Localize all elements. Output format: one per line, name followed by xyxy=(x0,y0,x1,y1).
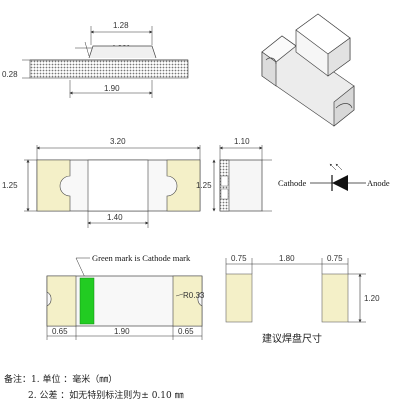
note-units: 备注：1. 单位 ：毫米（㎜） xyxy=(4,375,118,385)
green-mark-note: Green mark is Cathode mark xyxy=(92,253,191,263)
isometric-view xyxy=(261,13,355,127)
end-depth-dim: 1.10 xyxy=(234,137,250,146)
top-width-dim: 1.25 xyxy=(2,181,18,190)
bottom-view: Green mark is Cathode mark R0.33 0.65 1.… xyxy=(46,253,205,340)
note-tolerance: 2. 公差 ：如无特别标注则为± 0.10 ㎜ xyxy=(28,391,184,401)
side-view: 1.28 4.00° 0.28 1.90 xyxy=(2,21,189,98)
pad-gap-dim: 1.80 xyxy=(279,254,295,263)
pad-right xyxy=(321,273,349,323)
top-view: 3.20 1.25 1.40 xyxy=(2,137,201,228)
pad-layout: 0.75 1.80 0.75 1.20 建议焊盘尺寸 xyxy=(225,254,380,345)
bottom-left-dim: 0.65 xyxy=(52,327,68,336)
side-bottom-dim: 1.90 xyxy=(104,84,120,93)
end-width-dim: 1.25 xyxy=(196,181,212,190)
bottom-right-dim: 0.65 xyxy=(178,327,194,336)
pad-right-dim: 0.75 xyxy=(327,254,343,263)
side-top-dim: 1.28 xyxy=(113,21,129,30)
diode-symbol: Cathode Anode xyxy=(278,163,390,191)
anode-label: Anode xyxy=(367,178,390,188)
pad-left-dim: 0.75 xyxy=(231,254,247,263)
pad-left xyxy=(225,273,253,323)
pad-height-dim: 1.20 xyxy=(364,294,380,303)
bottom-mid-dim: 1.90 xyxy=(114,327,130,336)
top-inner-dim: 1.40 xyxy=(107,213,123,222)
side-height-dim: 0.28 xyxy=(2,70,18,79)
end-view: 1.10 1.25 xyxy=(196,137,272,212)
radius-dim: R0.33 xyxy=(183,291,205,300)
pad-caption: 建议焊盘尺寸 xyxy=(262,332,322,345)
cathode-green-mark xyxy=(79,277,95,325)
cathode-label: Cathode xyxy=(278,178,307,188)
top-length-dim: 3.20 xyxy=(110,137,126,146)
